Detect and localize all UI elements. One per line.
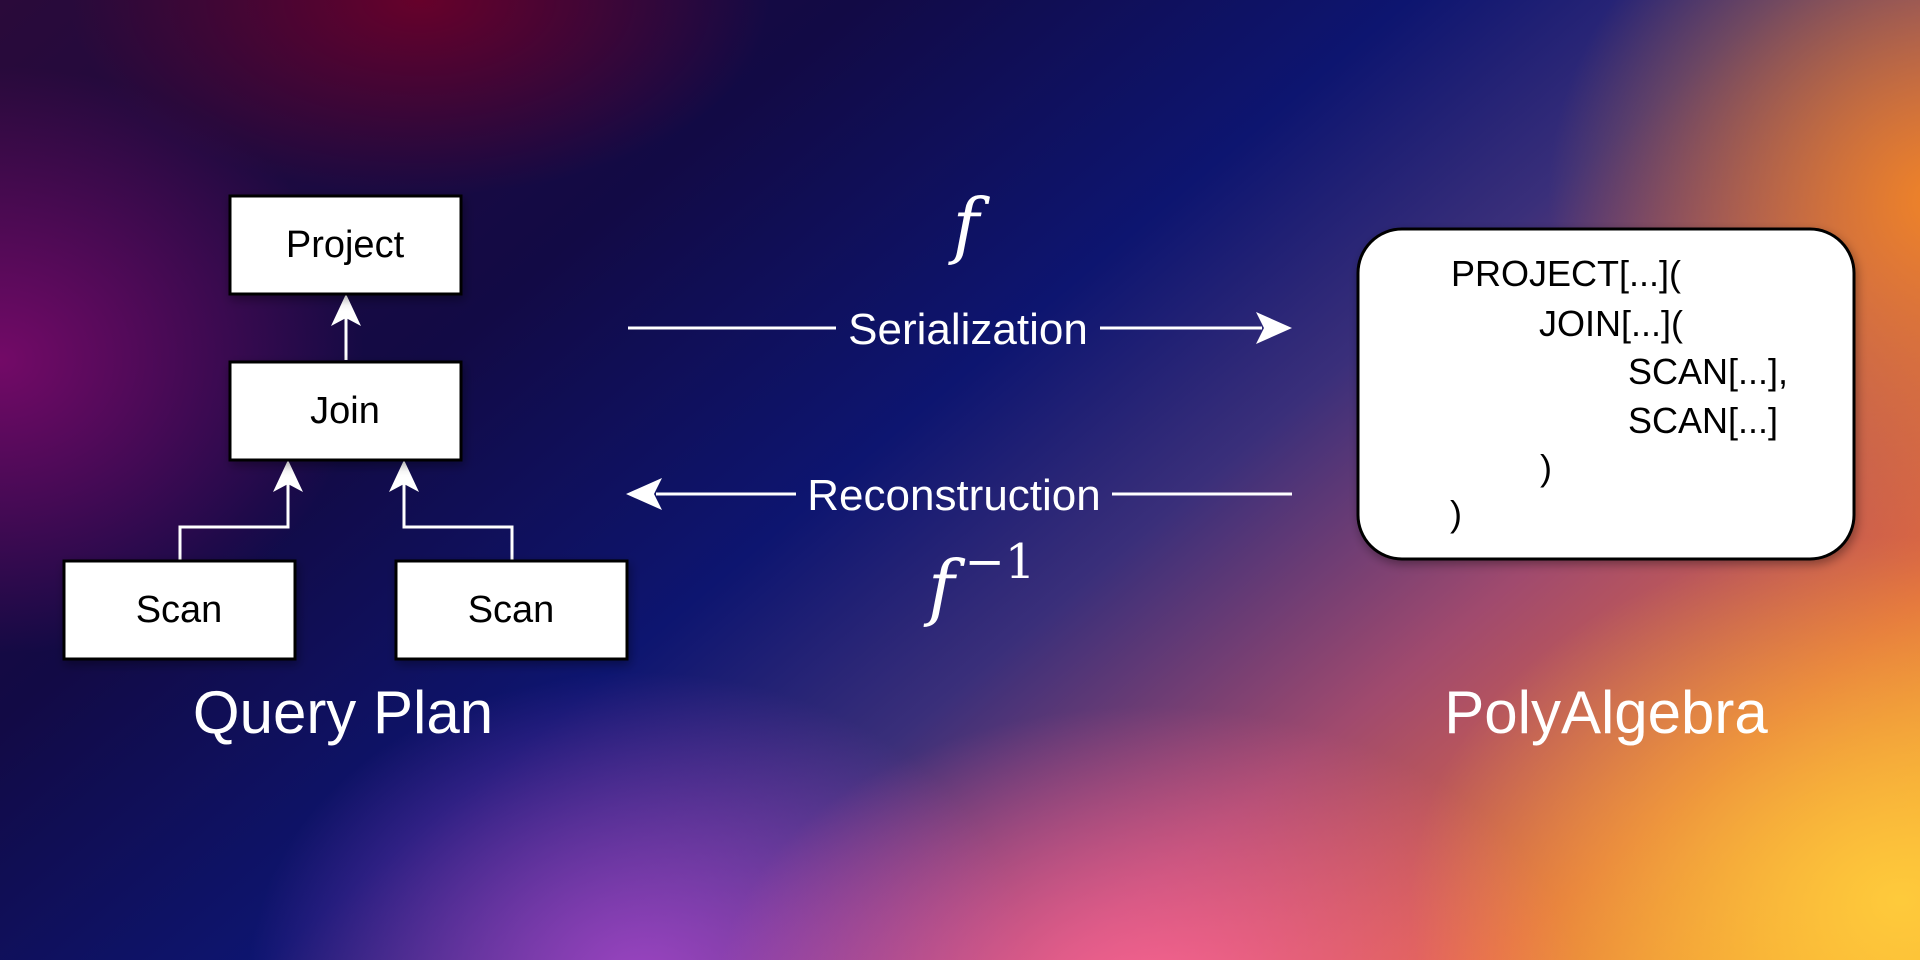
tree-arrowheads [273,294,419,492]
code-line: SCAN[...] [1628,400,1778,441]
serialization-label: Serialization [848,305,1088,354]
node-project-label: Project [286,224,405,266]
reconstruction-exponent: −1 [965,534,1036,590]
reconstruction-function: f−1 [923,534,1035,629]
reconstruction-arrow: Reconstruction f−1 [626,471,1292,629]
arrowhead-up-icon [273,460,303,492]
code-line: ) [1450,493,1462,534]
polyalgebra-box [1356,227,1856,561]
reconstruction-label: Reconstruction [807,471,1100,520]
query-plan-title: Query Plan [193,679,493,746]
arrowhead-up-icon [389,460,419,492]
node-project: Project [228,194,463,296]
serialization-function: f [948,183,991,267]
scan-left-to-join-edge [178,482,290,560]
scan-right-to-join-edge [402,482,514,560]
arrowhead-up-icon [331,294,361,326]
node-join: Join [228,360,463,462]
arrowhead-left-icon [626,478,662,510]
tree-connectors [178,318,514,560]
code-line: PROJECT[...]( [1451,253,1681,294]
node-join-label: Join [310,390,380,432]
arrowhead-right-icon [1256,312,1292,344]
polyalgebra: PROJECT[...]( JOIN[...]( SCAN[...], SCAN… [1356,227,1856,746]
query-plan: Project Join Scan Scan Query Plan [62,194,629,746]
code-line: ) [1540,447,1552,488]
serialization-arrow: f Serialization [628,183,1292,354]
node-scan-right: Scan [394,559,629,661]
code-line: SCAN[...], [1628,351,1788,392]
node-scan-left: Scan [62,559,297,661]
node-scan-right-label: Scan [468,589,555,631]
node-scan-left-label: Scan [136,589,223,631]
polyalgebra-title: PolyAlgebra [1444,679,1768,746]
code-line: JOIN[...]( [1539,303,1683,344]
